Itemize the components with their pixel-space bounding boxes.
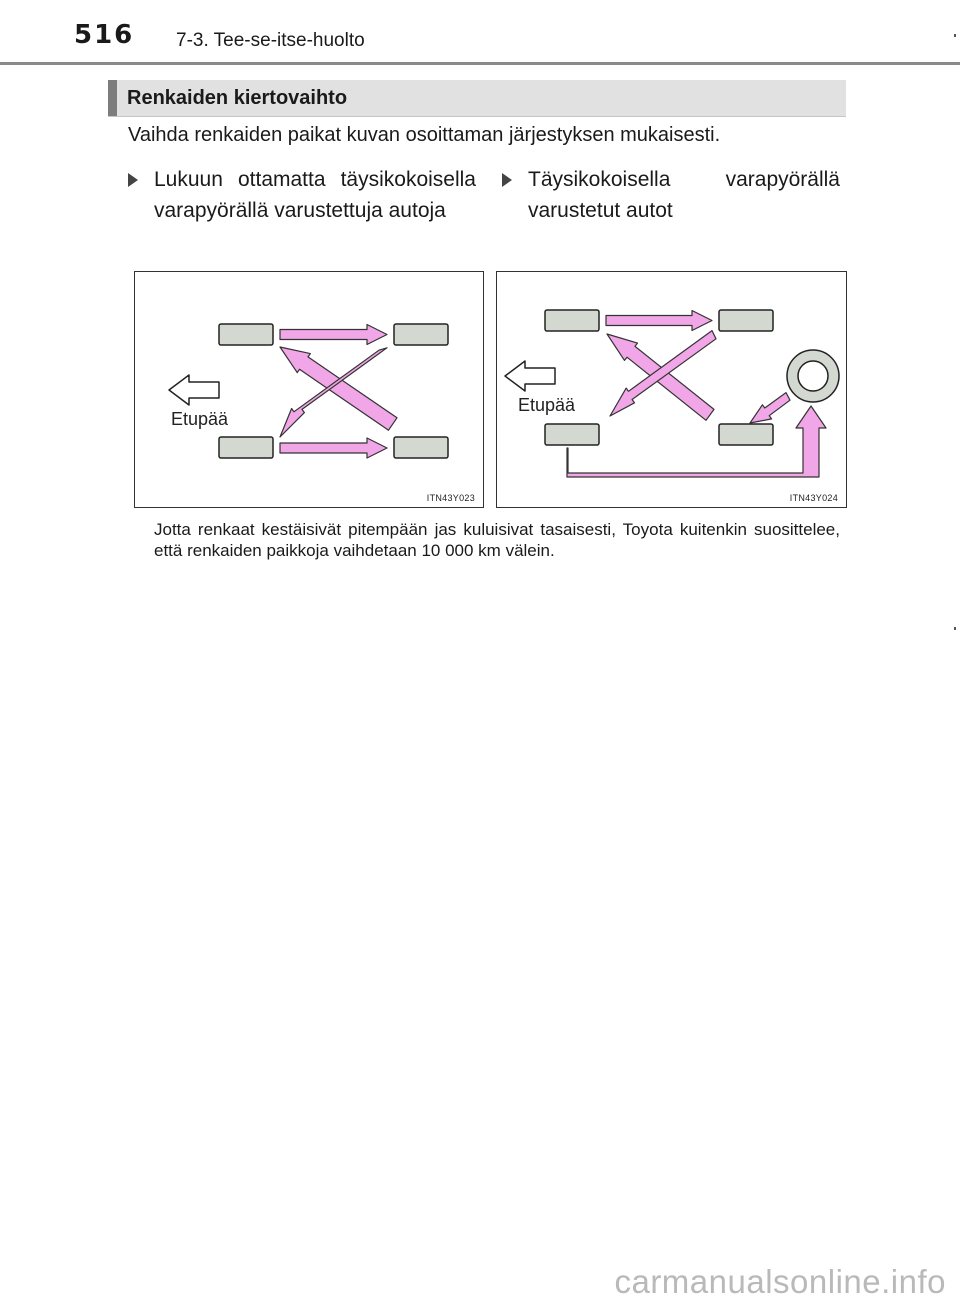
rotation-arrow (279, 346, 398, 431)
page-number: 516 (74, 20, 135, 50)
front-direction-arrow-icon (168, 374, 220, 406)
rotation-figure-with-spare: Etupää ITN43Y024 (496, 271, 847, 508)
rotation-arrow (279, 347, 388, 438)
rotation-arrow (609, 329, 717, 417)
figure-code: ITN43Y024 (789, 493, 838, 503)
tire-rear-left (393, 323, 449, 346)
section-title: 7-3. Tee-se-itse-huolto (176, 30, 365, 51)
rotation-arrow (749, 391, 791, 424)
tire-rear-left (718, 309, 774, 332)
watermark: carmanualsonline.info (614, 1263, 946, 1300)
edge-tick (954, 627, 956, 630)
rotation-diagram: Etupää (168, 323, 449, 459)
tire-rear-right (718, 423, 774, 446)
rotation-arrow (279, 323, 388, 346)
figure-code: ITN43Y023 (426, 493, 475, 503)
tire-front-left (218, 323, 274, 346)
bullet-text: Täysikokoisella varapyörällä varustetut … (528, 168, 840, 222)
tire-front-right (544, 423, 600, 446)
tire-rear-right (393, 436, 449, 459)
rotation-diagram: Etupää (504, 309, 840, 478)
tire-front-right (218, 436, 274, 459)
front-label: Etupää (518, 395, 576, 415)
rotation-arrow (279, 437, 388, 459)
front-label: Etupää (171, 409, 229, 429)
bullet-text: Lukuun ottamatta täysikokoi­sella varapy… (154, 168, 476, 222)
spare-tire (786, 349, 840, 403)
intro-text: Vaihda renkaiden paikat kuvan osoittaman… (128, 124, 721, 146)
bullet-arrow-icon (502, 173, 512, 187)
tire-front-left (544, 309, 600, 332)
heading-bar: Renkaiden kiertovaihto (108, 80, 846, 117)
heading-label: Renkaiden kiertovaihto (127, 87, 348, 109)
edge-tick (954, 34, 956, 37)
rotation-arrow (566, 405, 827, 478)
header-rule (0, 62, 960, 65)
bullet-item: Lukuun ottamatta täysikokoi­sella varapy… (128, 164, 476, 226)
front-direction-arrow-icon (504, 360, 556, 392)
heading-accent (108, 80, 117, 116)
rotation-arrow (605, 309, 713, 332)
rotation-figure-standard: Etupää ITN43Y023 (134, 271, 484, 508)
maintenance-note: Jotta renkaat kestäisivät pitempään jas … (154, 520, 840, 560)
bullet-arrow-icon (128, 173, 138, 187)
bullet-item: Täysikokoisella varapyörällä varustetut … (502, 164, 840, 226)
